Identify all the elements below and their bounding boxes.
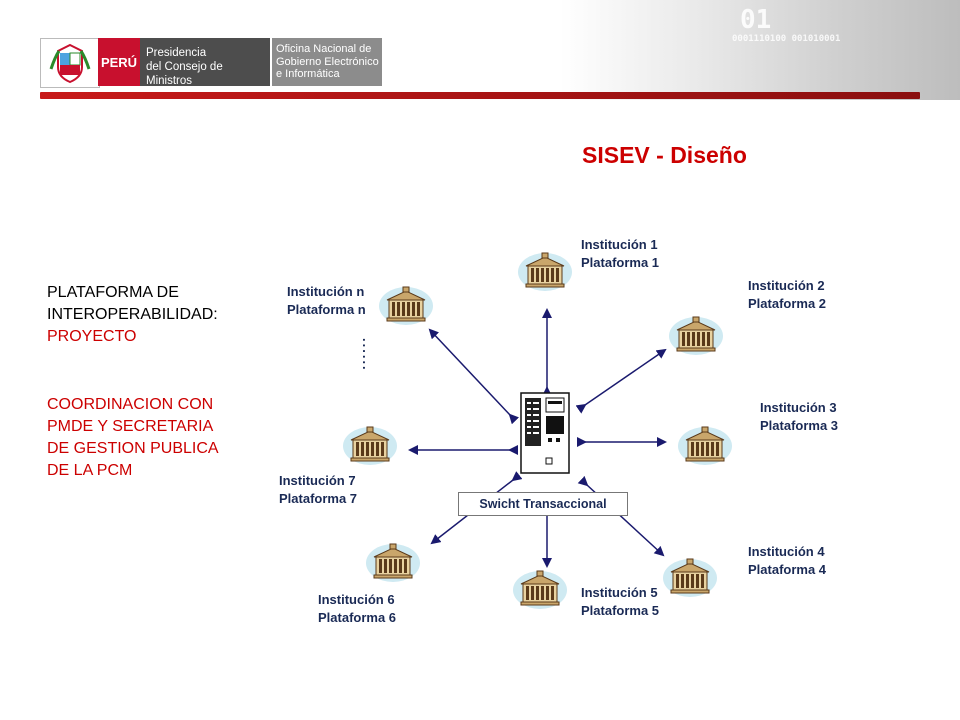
institution-4-platform: Plataforma 4 xyxy=(748,562,827,577)
institution-5-label: Institución 5 Plataforma 5 xyxy=(581,584,659,620)
institution-7-building-icon xyxy=(342,424,398,466)
institution-n-name: Institución n xyxy=(287,284,365,299)
pcm-brand: Presidencia del Consejo de Ministros xyxy=(140,38,270,87)
arrow-to-inst-2 xyxy=(575,348,667,414)
institution-6-name: Institución 6 xyxy=(318,592,395,607)
slide-title: SISEV - Diseño xyxy=(582,142,747,168)
institution-2-building-icon xyxy=(668,314,724,356)
pcm-line-2: del Consejo de Ministros xyxy=(146,61,223,87)
institution-5-platform: Plataforma 5 xyxy=(581,603,660,618)
peru-brand: PERÚ xyxy=(98,38,140,86)
left-block2-line-3: DE GESTION PUBLICA xyxy=(47,440,219,457)
left-panel-block-2: COORDINACION CON PMDE Y SECRETARIA DE GE… xyxy=(47,394,219,482)
server-icon xyxy=(520,392,570,474)
institution-2-platform: Plataforma 2 xyxy=(748,296,827,311)
left-line-3: PROYECTO xyxy=(47,328,137,345)
institution-4-building-icon xyxy=(662,556,718,598)
left-block2-line-2: PMDE Y SECRETARIA xyxy=(47,418,214,435)
switch-transaccional-label: Swicht Transaccional xyxy=(458,492,628,516)
header-digits-big: 01 xyxy=(740,5,772,35)
left-line-1: PLATAFORMA DE xyxy=(47,284,179,301)
header-divider xyxy=(40,92,920,99)
institution-2-name: Institución 2 xyxy=(748,278,825,293)
left-block2-line-1: COORDINACION CON xyxy=(47,396,214,413)
onegi-line-3: e Informática xyxy=(276,68,340,80)
institution-3-building-icon xyxy=(677,424,733,466)
header-decoration: 01 0001110100 001010001 xyxy=(560,0,960,100)
institution-6-building-icon xyxy=(365,541,421,583)
institution-4-label: Institución 4 Plataforma 4 xyxy=(748,543,826,579)
institution-7-platform: Plataforma 7 xyxy=(279,491,358,506)
pcm-line-1: Presidencia xyxy=(146,47,207,59)
institution-1-label: Institución 1 Plataforma 1 xyxy=(581,236,659,272)
institution-3-name: Institución 3 xyxy=(760,400,837,415)
onegi-line-2: Gobierno Electrónico xyxy=(276,55,379,68)
institution-1-platform: Plataforma 1 xyxy=(581,255,660,270)
institution-2-label: Institución 2 Plataforma 2 xyxy=(748,277,826,313)
institution-5-building-icon xyxy=(512,568,568,610)
coat-of-arms-logo xyxy=(40,38,100,88)
institution-4-name: Institución 4 xyxy=(748,544,825,559)
left-panel-block-1: PLATAFORMA DE INTEROPERABILIDAD: PROYECT… xyxy=(47,282,218,348)
header-banner: 01 0001110100 001010001 PERÚ Presidencia… xyxy=(0,0,960,100)
institution-7-name: Institución 7 xyxy=(279,473,356,488)
left-line-2: INTEROPERABILIDAD: xyxy=(47,306,218,323)
more-institutions-ellipsis: ...... xyxy=(360,338,375,372)
institution-n-building-icon xyxy=(378,284,434,326)
institution-n-label: Institución n Plataforma n xyxy=(287,283,366,319)
onegi-line-1: Oficina Nacional de xyxy=(276,43,372,55)
institution-3-label: Institución 3 Plataforma 3 xyxy=(760,399,838,435)
left-block2-line-4: DE LA PCM xyxy=(47,462,133,479)
institution-7-label: Institución 7 Plataforma 7 xyxy=(279,472,357,508)
institution-n-platform: Plataforma n xyxy=(287,302,366,317)
institution-3-platform: Plataforma 3 xyxy=(760,418,839,433)
institution-6-label: Institución 6 Plataforma 6 xyxy=(318,591,396,627)
institution-1-building-icon xyxy=(517,250,573,292)
institution-5-name: Institución 5 xyxy=(581,585,658,600)
institution-1-name: Institución 1 xyxy=(581,237,658,252)
header-digits-small: 0001110100 001010001 xyxy=(732,34,841,44)
arrow-to-inst-n xyxy=(428,328,520,425)
onegi-brand: Oficina Nacional de Gobierno Electrónico… xyxy=(272,38,382,86)
institution-6-platform: Plataforma 6 xyxy=(318,610,397,625)
